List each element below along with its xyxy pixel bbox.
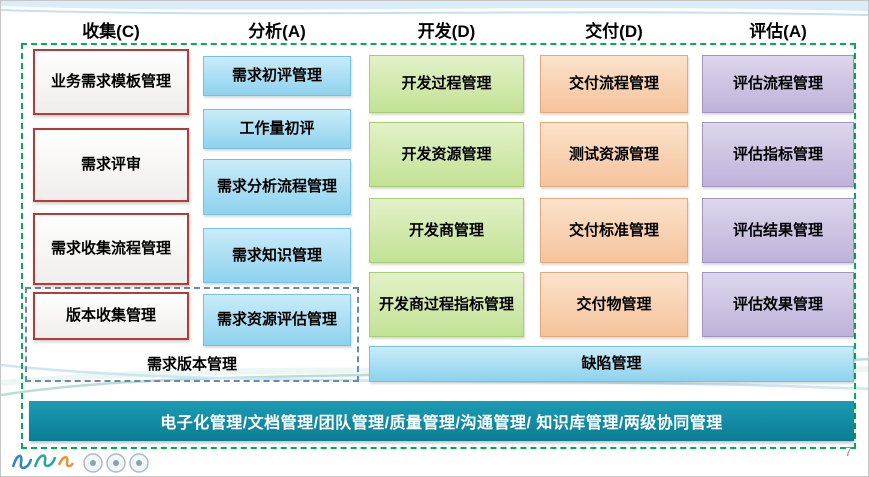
- evaluate-box: 评估指标管理: [702, 122, 854, 187]
- analysis-box: 工作量初评: [203, 109, 351, 149]
- analysis-box: 需求分析流程管理: [203, 159, 351, 215]
- diagram-frame: [21, 43, 856, 449]
- evaluate-box: 评估效果管理: [702, 272, 854, 337]
- develop-box: 开发商管理: [369, 198, 524, 263]
- analysis-box: 需求资源评估管理: [203, 294, 351, 346]
- column-header-collect: 收集(C): [82, 21, 140, 41]
- collect-box: 业务需求模板管理: [33, 49, 189, 115]
- page-number: 7: [844, 444, 852, 459]
- analysis-box: 需求知识管理: [203, 228, 351, 283]
- deliver-box: 测试资源管理: [540, 122, 688, 187]
- collect-box: 需求收集流程管理: [33, 213, 189, 285]
- collect-box: 需求评审: [33, 128, 189, 202]
- bottom-management-bar: 电子化管理/文档管理/团队管理/质量管理/沟通管理/ 知识库管理/两级协同管理: [29, 401, 854, 441]
- analysis-box: 需求初评管理: [203, 56, 351, 96]
- develop-box: 开发商过程指标管理: [369, 272, 524, 337]
- column-header-deliver: 交付(D): [585, 21, 643, 41]
- collect-box: 版本收集管理: [33, 292, 189, 340]
- defect-box: 缺陷管理: [369, 346, 854, 382]
- logo: [11, 453, 149, 473]
- deliver-box: 交付物管理: [540, 272, 688, 337]
- column-header-analysis: 分析(A): [248, 21, 306, 41]
- deliver-box: 交付流程管理: [540, 55, 688, 113]
- column-header-evaluate: 评估(A): [749, 21, 807, 41]
- evaluate-box: 评估结果管理: [702, 198, 854, 263]
- deliver-box: 交付标准管理: [540, 198, 688, 263]
- column-header-develop: 开发(D): [417, 21, 476, 41]
- version-group-label: 需求版本管理: [146, 356, 237, 373]
- develop-box: 开发资源管理: [369, 122, 524, 187]
- evaluate-box: 评估流程管理: [702, 55, 854, 113]
- develop-box: 开发过程管理: [369, 55, 524, 113]
